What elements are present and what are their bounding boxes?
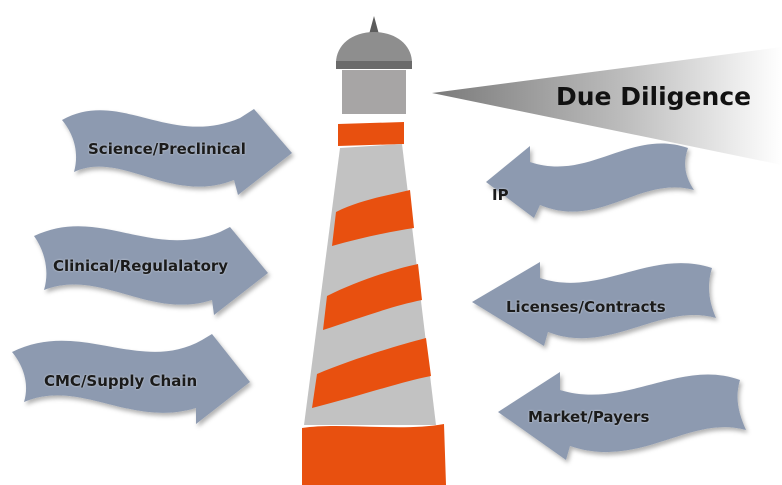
label-cmc-supply-chain: CMC/Supply Chain bbox=[44, 372, 198, 390]
label-science-preclinical: Science/Preclinical bbox=[88, 140, 246, 158]
lighthouse-stripe-2 bbox=[323, 264, 422, 330]
label-market-payers: Market/Payers bbox=[528, 408, 650, 426]
lighthouse bbox=[302, 16, 446, 485]
arrow-clinical-regulatory bbox=[34, 226, 268, 315]
lighthouse-gallery bbox=[336, 61, 412, 69]
lighthouse-band-top bbox=[338, 122, 404, 146]
label-clinical-regulatory: Clinical/Regulalatory bbox=[53, 257, 229, 275]
arrow-licenses-contracts bbox=[472, 262, 716, 346]
lighthouse-dome bbox=[336, 32, 412, 63]
lighthouse-base bbox=[302, 424, 446, 485]
arrow-cmc-supply-chain bbox=[12, 334, 250, 424]
label-licenses-contracts: Licenses/Contracts bbox=[506, 298, 666, 316]
lighthouse-lamp bbox=[342, 70, 406, 114]
lighthouse-stripe-3 bbox=[312, 338, 431, 408]
arrow-ip bbox=[486, 143, 694, 218]
label-ip: IP bbox=[492, 186, 509, 204]
lighthouse-stripe-1 bbox=[332, 190, 414, 246]
arrow-market-payers bbox=[498, 372, 746, 460]
arrow-science-preclinical bbox=[62, 109, 292, 195]
light-beam bbox=[432, 47, 782, 165]
due-diligence-title: Due Diligence bbox=[556, 82, 752, 111]
